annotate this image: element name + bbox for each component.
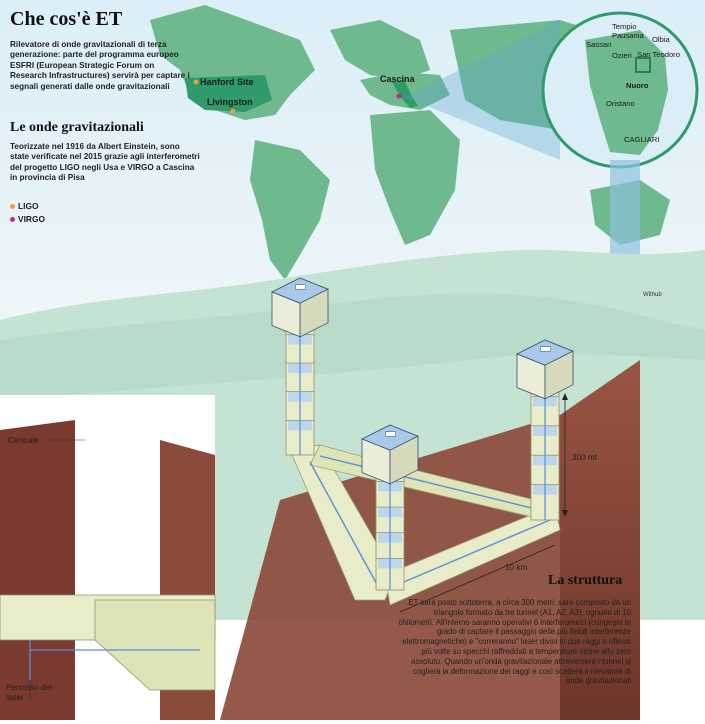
- hanford-marker: [193, 79, 199, 85]
- structure-heading: La struttura: [548, 573, 623, 588]
- legend-ligo: LIGO: [10, 201, 38, 211]
- station-left: [271, 277, 329, 456]
- south-america: [250, 140, 330, 280]
- legend-ligo-label: LIGO: [18, 201, 39, 211]
- hanford-label: Hanford Site: [200, 77, 254, 87]
- station-right: [516, 339, 574, 521]
- station-right-wall-right: [544, 350, 574, 400]
- structure-text: ET sarà posto sottoterra, a circa 300 me…: [398, 598, 631, 686]
- africa: [370, 110, 460, 245]
- nuoro-label: Nuoro: [626, 81, 649, 90]
- ligo-dot-icon: [10, 204, 15, 210]
- station-center: [361, 424, 419, 591]
- site-marker: [635, 57, 651, 73]
- percorso-label: Percorso del laser: [6, 683, 52, 702]
- station-center-vent: [385, 431, 396, 437]
- virgo-dot-icon: [10, 217, 15, 223]
- sardinia-island: [585, 30, 668, 155]
- cascina-marker: [396, 93, 402, 99]
- tempio-label: Tempio Pausania: [612, 22, 644, 40]
- station-left-vent: [295, 284, 306, 290]
- legend-virgo-label: VIRGO: [18, 214, 45, 224]
- detail-tunnel-branch: [94, 599, 216, 691]
- depth-label: 300 mt: [572, 453, 598, 462]
- station-left-wall-right: [299, 288, 329, 338]
- depth-arrow-bottom: [562, 510, 568, 517]
- soil-right: [560, 360, 640, 720]
- oristano-label: Oristano: [606, 99, 635, 108]
- length-label: 10 km: [505, 563, 528, 572]
- tunnel-a2: [384, 504, 561, 606]
- usa-highlight: [185, 75, 272, 112]
- ozieri-label: Ozieri: [612, 51, 632, 60]
- page-title: Che cos'è ET: [10, 8, 123, 30]
- station-center-wall-right: [389, 435, 419, 485]
- olbia-label: Olbia: [652, 35, 670, 44]
- legend-virgo: VIRGO: [10, 214, 45, 224]
- san-teodoro-label: San Teodoro: [637, 50, 680, 59]
- cascina-label: Cascina: [380, 74, 415, 84]
- station-right-vent: [540, 346, 551, 352]
- greenland: [330, 20, 430, 80]
- livingston-label: Livingston: [207, 97, 253, 107]
- laser-a3: [319, 455, 549, 513]
- livingston-marker: [230, 108, 236, 114]
- projection-beam: [405, 20, 560, 160]
- detail-soil-left: [0, 420, 75, 720]
- italy-highlight: [392, 80, 418, 108]
- ground-texture: [0, 293, 705, 400]
- length-line: [399, 544, 556, 613]
- laser-a2: [384, 519, 551, 591]
- centrale-label: Centrale: [8, 436, 39, 445]
- cagliari-label: CAGLIARI: [624, 135, 660, 144]
- intro-text: Rilevatore di onde gravitazionali di ter…: [10, 40, 190, 91]
- credit: Withub: [643, 292, 662, 298]
- depth-arrow-top: [562, 393, 568, 400]
- laser-a1: [309, 461, 381, 591]
- waves-heading: Le onde gravitazionali: [10, 120, 144, 135]
- sassari-label: Sassari: [586, 40, 612, 49]
- waves-text: Teorizzate nel 1916 da Albert Einstein, …: [10, 142, 200, 183]
